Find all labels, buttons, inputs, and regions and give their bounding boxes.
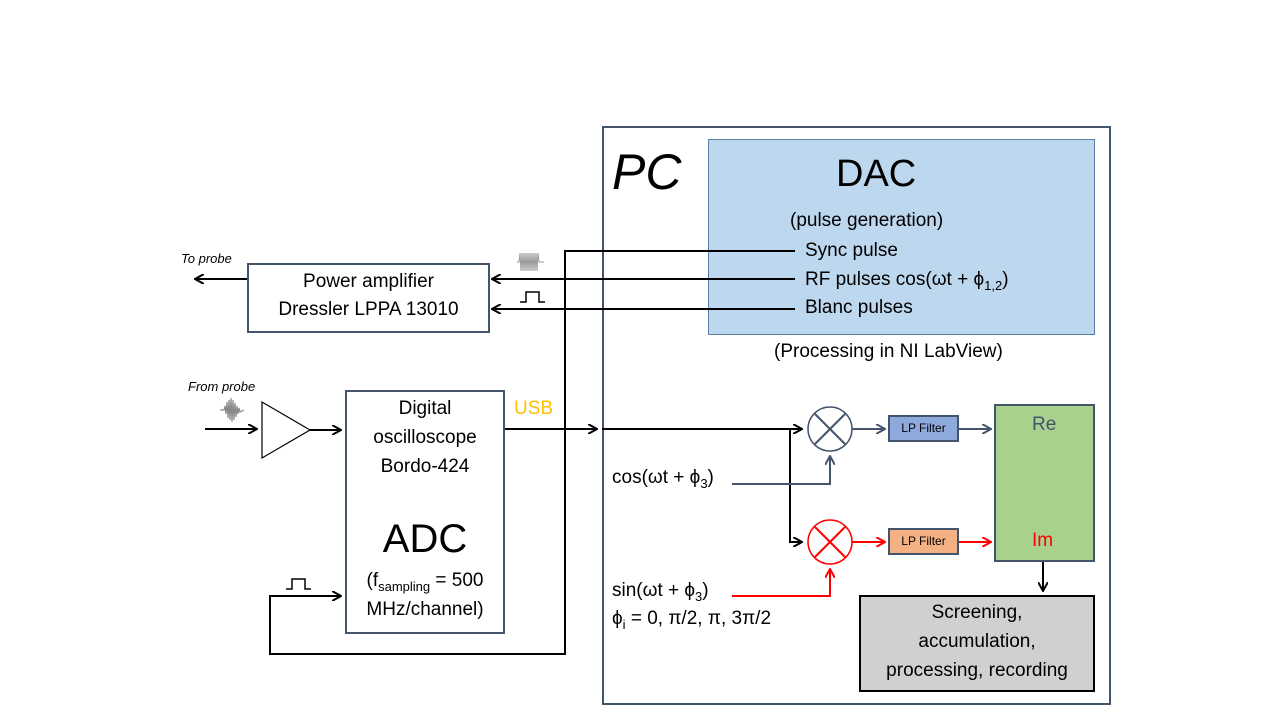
dac-title: DAC xyxy=(836,153,917,195)
sync-pulse-label: Sync pulse xyxy=(805,240,898,261)
sync-pulse-icon xyxy=(286,578,311,590)
screening-block xyxy=(859,595,1095,692)
re-label: Re xyxy=(1032,414,1057,435)
labview-caption: (Processing in NI LabView) xyxy=(774,341,1003,362)
rf-pulses-label: RF pulses cos(ωt + ϕ1,2) xyxy=(805,269,1009,293)
mixer-re xyxy=(807,406,853,452)
sin-reference-line xyxy=(732,570,830,597)
oscilloscope-line3: Bordo-424 xyxy=(380,456,470,477)
amplifier-line1: Power amplifier xyxy=(303,271,434,292)
lp-filter-re-label: LP Filter xyxy=(901,421,946,435)
cos-reference-line xyxy=(732,457,830,485)
amplifier-line2: Dressler LPPA 13010 xyxy=(278,299,459,320)
pc-frame xyxy=(602,126,1111,705)
pc-label: PC xyxy=(612,144,682,200)
from-probe-label: From probe xyxy=(188,379,256,394)
dac-subtitle: (pulse generation) xyxy=(790,210,944,231)
power-amplifier-block xyxy=(247,263,490,333)
usb-label: USB xyxy=(514,398,554,419)
signal-to-mixers xyxy=(602,429,801,542)
blanc-pulses-label: Blanc pulses xyxy=(805,297,913,318)
sin-reference-label: sin(ωt + ϕ3) xyxy=(612,580,709,604)
blanc-pulse-icon xyxy=(520,291,545,303)
oscilloscope-block xyxy=(345,390,505,634)
lp-filter-im-label: LP Filter xyxy=(901,534,946,548)
lp-filter-re xyxy=(888,415,959,442)
preamplifier-triangle xyxy=(261,400,312,460)
screening-line3: processing, recording xyxy=(886,660,1068,681)
echo-signal-icon xyxy=(220,397,245,423)
adc-spec-line1: (fsampling = 500 xyxy=(366,570,484,594)
adc-spec-line2: MHz/channel) xyxy=(366,599,484,620)
oscilloscope-line1: Digital xyxy=(398,398,452,419)
oscilloscope-line2: oscilloscope xyxy=(373,427,477,448)
rf-pulse-icon xyxy=(517,252,544,272)
im-label: Im xyxy=(1032,530,1054,551)
mixer-im xyxy=(807,519,853,565)
phase-values-label: ϕi = 0, π/2, π, 3π/2 xyxy=(612,608,772,632)
screening-line1: Screening, xyxy=(931,602,1023,623)
screening-line2: accumulation, xyxy=(918,631,1036,652)
adc-label: ADC xyxy=(382,517,468,561)
cos-reference-label: cos(ωt + ϕ3) xyxy=(612,467,714,491)
re-im-block xyxy=(994,404,1095,562)
dac-block xyxy=(708,139,1095,335)
sync-pulse-line xyxy=(269,250,795,655)
lp-filter-im xyxy=(888,528,959,555)
to-probe-label: To probe xyxy=(181,251,232,266)
